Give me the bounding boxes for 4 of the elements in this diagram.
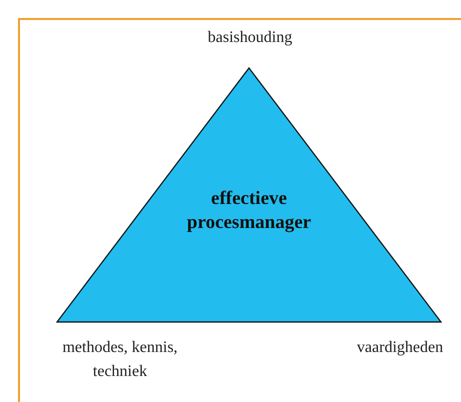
corner-label: vaardigheden	[356, 338, 444, 358]
corner-label: basishouding	[206, 28, 294, 48]
triangle-label: effectieve procesmanager	[186, 187, 312, 235]
corner-label: methodes, kennis, techniek	[61, 338, 179, 382]
